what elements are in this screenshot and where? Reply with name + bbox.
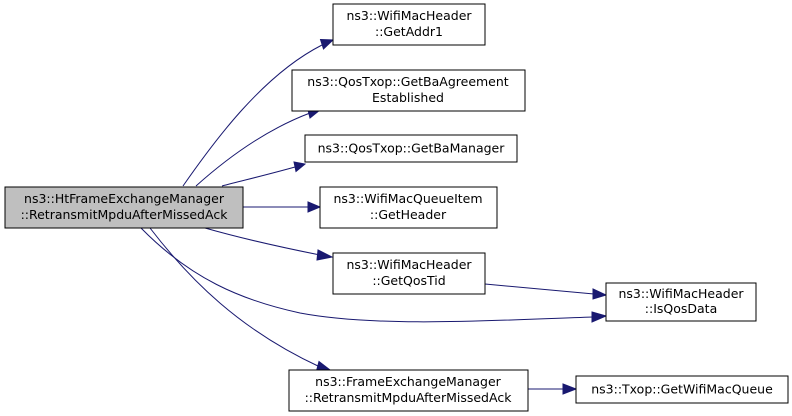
node-label-line1: ns3::Txop::GetWifiMacQueue xyxy=(591,382,773,397)
node-qostxop-getbaagreementestablished[interactable]: ns3::QosTxop::GetBaAgreement Established xyxy=(291,69,526,112)
node-label-line1: ns3::WifiMacHeader xyxy=(618,286,744,301)
node-qostxop-getbamanager[interactable]: ns3::QosTxop::GetBaManager xyxy=(304,134,518,163)
node-label-line2: ::GetQosTid xyxy=(372,273,445,288)
node-label-line1: ns3::WifiMacQueueItem xyxy=(333,191,482,206)
node-label-line1: ns3::WifiMacHeader xyxy=(346,8,472,23)
node-label-line1: ns3::WifiMacHeader xyxy=(346,257,472,272)
edge-root-to-fem-retransmit xyxy=(149,227,332,372)
node-txop-getwifimacqueue[interactable]: ns3::Txop::GetWifiMacQueue xyxy=(575,375,789,404)
node-ht-retransmit-mpdu-after-missed-ack[interactable]: ns3::HtFrameExchangeManager ::Retransmit… xyxy=(4,186,244,229)
node-label-line2: ::RetransmitMpduAfterMissedAck xyxy=(21,207,229,222)
node-wifimacqueueitem-getheader[interactable]: ns3::WifiMacQueueItem ::GetHeader xyxy=(319,186,498,229)
edge-root-to-getbaagreement xyxy=(195,107,322,187)
node-label-line1: ns3::FrameExchangeManager xyxy=(315,374,501,389)
node-wifimacheader-getaddr1[interactable]: ns3::WifiMacHeader ::GetAddr1 xyxy=(332,3,486,46)
edge-root-to-getheader xyxy=(243,201,322,213)
edge-root-to-getbamanager xyxy=(221,161,307,187)
node-label-line2: Established xyxy=(372,90,444,105)
node-wifimacheader-getqostid[interactable]: ns3::WifiMacHeader ::GetQosTid xyxy=(332,252,486,295)
edge-getqostid-to-isqosdata xyxy=(484,283,608,300)
edge-fem-retransmit-to-getwifimacqueue xyxy=(528,383,578,395)
node-label-line1: ns3::QosTxop::GetBaManager xyxy=(318,141,506,156)
node-label-line1: ns3::HtFrameExchangeManager xyxy=(24,191,225,206)
node-label-line2: ::GetAddr1 xyxy=(375,24,443,39)
node-frameexchangemanager-retransmitmpduaftermissedack[interactable]: ns3::FrameExchangeManager ::RetransmitMp… xyxy=(288,369,529,412)
edge-root-to-getqostid xyxy=(204,227,334,261)
edge-root-to-isqosdata xyxy=(140,227,608,323)
edge-root-to-getaddr1 xyxy=(182,38,335,187)
node-label-line2: ::GetHeader xyxy=(370,207,447,222)
node-label-line1: ns3::QosTxop::GetBaAgreement xyxy=(307,74,508,89)
node-label-line2: ::RetransmitMpduAfterMissedAck xyxy=(305,390,513,405)
node-label-line2: ::IsQosData xyxy=(645,301,717,316)
node-wifimacheader-isqosdata[interactable]: ns3::WifiMacHeader ::IsQosData xyxy=(605,282,757,322)
